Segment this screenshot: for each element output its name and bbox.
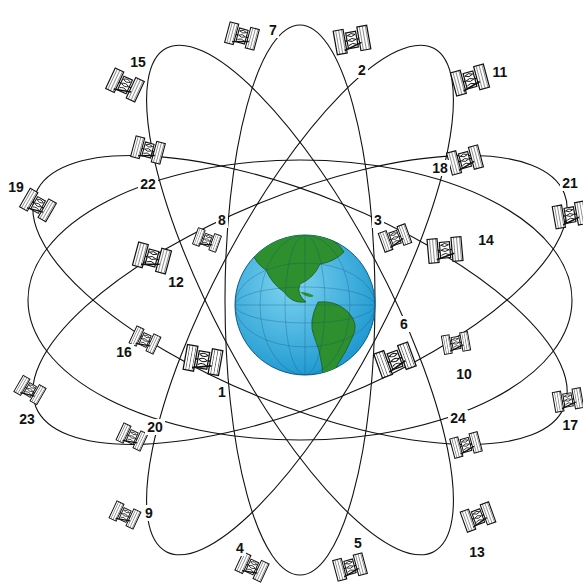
- satellite-number: 13: [467, 544, 487, 560]
- satellite-number: 22: [138, 176, 158, 192]
- satellite-number: 11: [491, 64, 510, 80]
- satellite-number: 3: [372, 212, 384, 228]
- satellite-number: 9: [143, 505, 155, 521]
- satellite-number: 20: [145, 419, 165, 435]
- satellite-number: 1: [216, 384, 228, 400]
- satellite-number: 19: [6, 179, 26, 195]
- satellite-number: 7: [267, 22, 279, 38]
- satellite-number: 14: [476, 232, 496, 248]
- satellite-number: 12: [166, 274, 186, 290]
- satellite-number: 18: [430, 160, 450, 176]
- satellite-number: 24: [448, 410, 468, 426]
- satellite-number: 2: [356, 62, 368, 78]
- satellite-number: 16: [114, 344, 134, 360]
- satellite-number: 15: [128, 54, 148, 70]
- satellite-number: 23: [17, 411, 37, 427]
- satellite-number: 4: [234, 540, 246, 556]
- satellite-number: 6: [398, 316, 410, 332]
- satellite-number: 8: [216, 212, 228, 228]
- satellites: [14, 22, 583, 582]
- orbit-lines: [0, 8, 583, 584]
- satellite-number: 17: [560, 417, 580, 433]
- satellite-number: 5: [352, 535, 364, 551]
- satellite-number: 10: [454, 366, 474, 382]
- earth-globe: [235, 233, 375, 384]
- satellite-number: 21: [560, 175, 580, 191]
